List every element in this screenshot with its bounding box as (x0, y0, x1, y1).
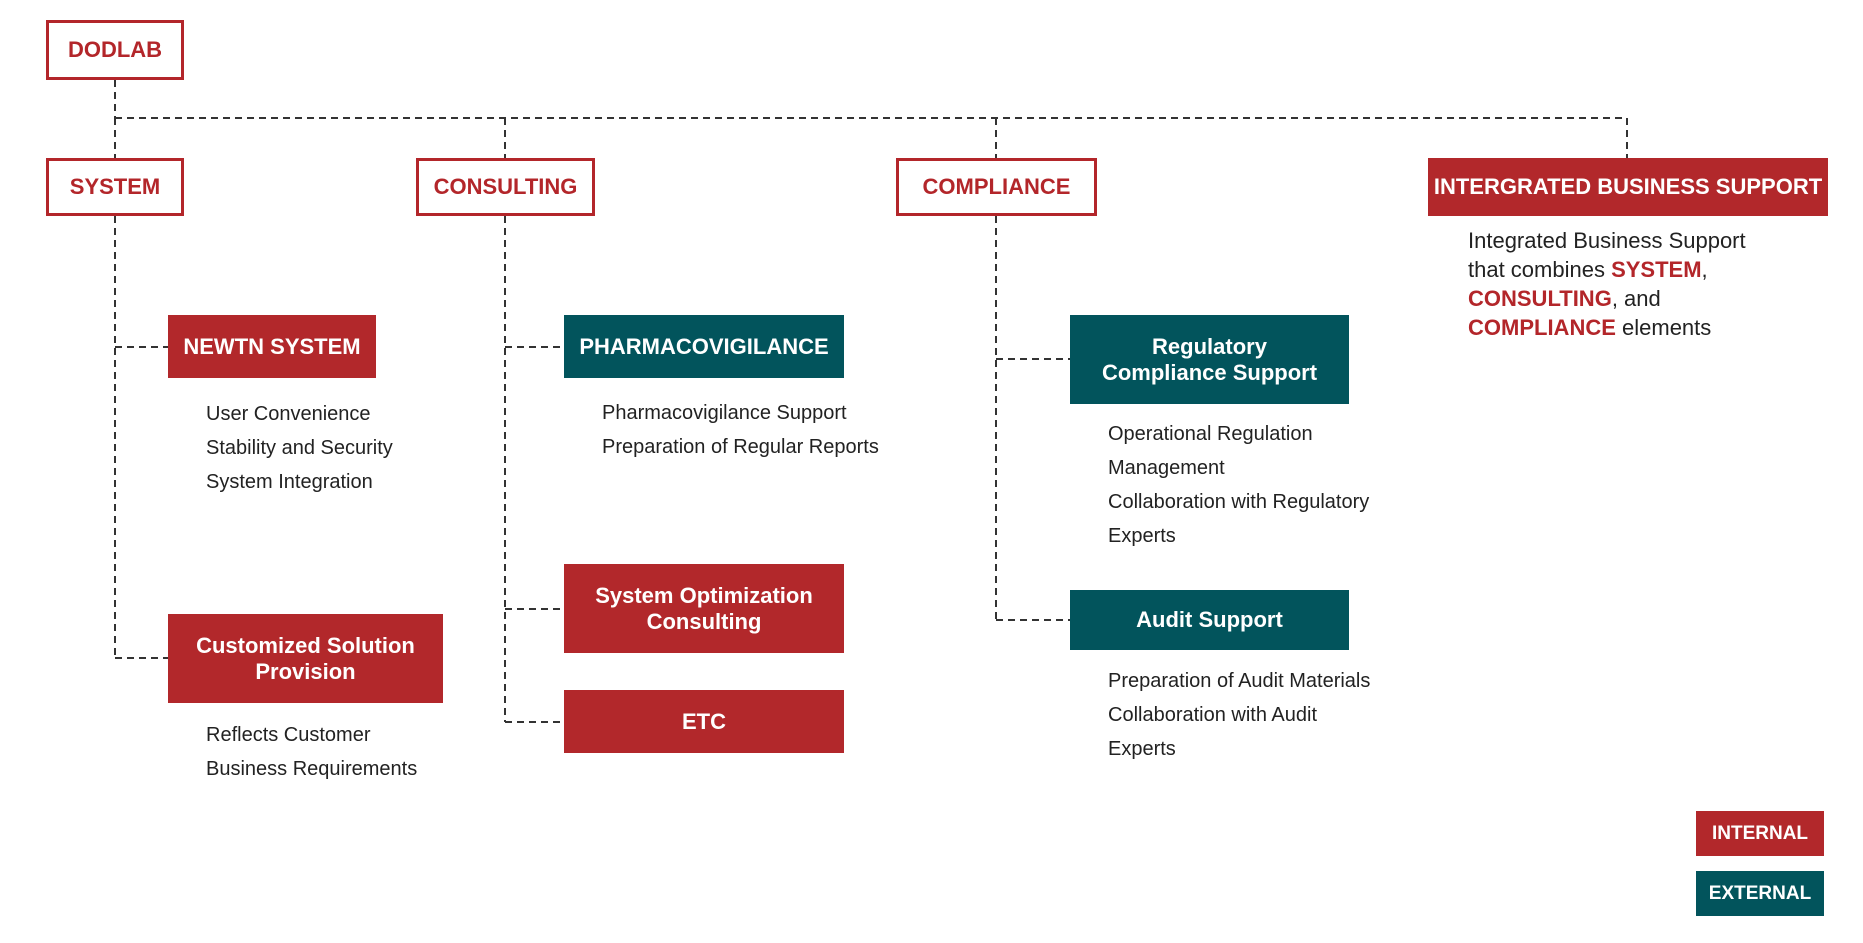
detail-line: Experts (1108, 738, 1176, 760)
legend-internal: INTERNAL (1696, 811, 1824, 856)
ibs-text: that combines (1468, 257, 1612, 282)
system-item-newtn-details: User Convenience Stability and Security … (206, 397, 393, 499)
ibs-highlight-compliance: COMPLIANCE (1468, 315, 1616, 340)
detail-line: Pharmacovigilance Support (602, 402, 847, 424)
consulting-item-pharmacovigilance: PHARMACOVIGILANCE (564, 315, 844, 378)
detail-line: Experts (1108, 525, 1176, 547)
compliance-item-regulatory: Regulatory Compliance Support (1070, 315, 1349, 404)
detail-line: Collaboration with Audit (1108, 704, 1318, 726)
detail-line: Collaboration with Regulatory (1108, 491, 1370, 513)
detail-line: Stability and Security (206, 437, 393, 459)
ibs-text: elements (1615, 315, 1712, 340)
category-consulting: CONSULTING (416, 158, 595, 216)
ibs-description: Integrated Business Support that combine… (1468, 226, 1746, 342)
legend-external: EXTERNAL (1696, 871, 1824, 916)
detail-line: Reflects Customer (206, 724, 371, 746)
ibs-highlight-system: SYSTEM (1611, 257, 1702, 282)
system-item-newtn: NEWTN SYSTEM (168, 315, 376, 378)
consulting-item-system-optimization: System Optimization Consulting (564, 564, 844, 653)
detail-line: Preparation of Audit Materials (1108, 670, 1371, 692)
ibs-line-3: CONSULTING, and (1468, 284, 1746, 313)
detail-line: System Integration (206, 471, 373, 493)
category-integrated-business-support: INTERGRATED BUSINESS SUPPORT (1428, 158, 1828, 216)
ibs-line-2: that combines SYSTEM, (1468, 255, 1746, 284)
ibs-text: , and (1611, 286, 1661, 311)
consulting-item-etc: ETC (564, 690, 844, 753)
detail-line: Business Requirements (206, 758, 418, 780)
ibs-line-1: Integrated Business Support (1468, 228, 1746, 253)
consulting-item-pharmacovigilance-details: Pharmacovigilance Support Preparation of… (602, 396, 879, 464)
root-node-dodlab: DODLAB (46, 20, 184, 80)
compliance-item-audit: Audit Support (1070, 590, 1349, 650)
system-item-customized-solution-details: Reflects Customer Business Requirements (206, 718, 417, 786)
ibs-line-4: COMPLIANCE elements (1468, 313, 1746, 342)
category-system: SYSTEM (46, 158, 184, 216)
ibs-highlight-consulting: CONSULTING (1468, 286, 1612, 311)
ibs-text: , (1701, 257, 1708, 282)
system-item-customized-solution: Customized Solution Provision (168, 614, 443, 703)
detail-line: Management (1108, 457, 1225, 479)
detail-line: Preparation of Regular Reports (602, 436, 879, 458)
category-compliance: COMPLIANCE (896, 158, 1097, 216)
detail-line: User Convenience (206, 403, 371, 425)
compliance-item-regulatory-details: Operational Regulation Management Collab… (1108, 417, 1369, 553)
compliance-item-audit-details: Preparation of Audit Materials Collabora… (1108, 664, 1370, 766)
detail-line: Operational Regulation (1108, 423, 1313, 445)
